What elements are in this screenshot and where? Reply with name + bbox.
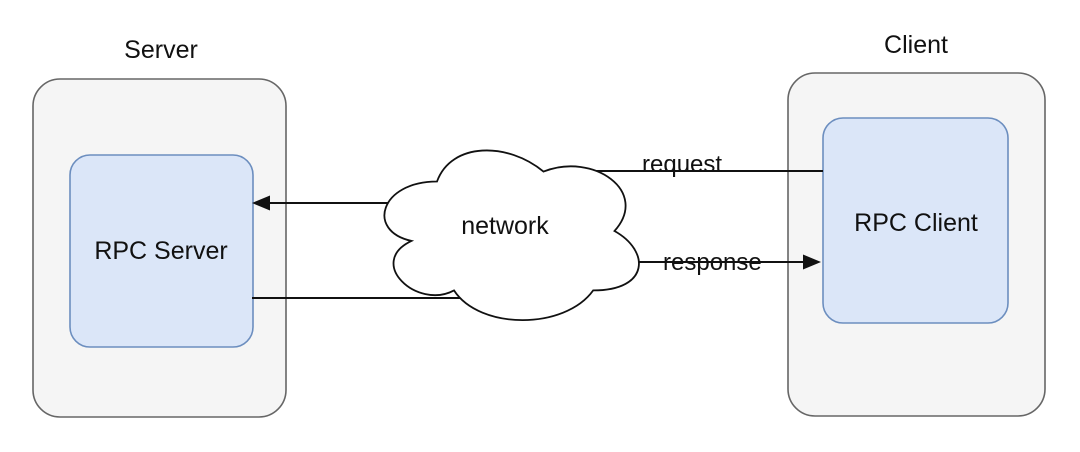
rpc-client-label: RPC Client	[854, 209, 978, 237]
request-arrowhead-icon	[252, 195, 270, 211]
request-edge-label: request	[642, 151, 722, 178]
client-group-label: Client	[884, 31, 948, 59]
response-edge-label: response	[663, 249, 762, 276]
rpc-server-node: RPC Server	[69, 154, 254, 348]
network-cloud-icon	[383, 149, 640, 321]
network-cloud-label: network	[461, 212, 549, 240]
network-cloud-node: network	[383, 149, 640, 321]
server-group-label: Server	[124, 36, 198, 64]
rpc-server-box	[69, 154, 254, 348]
response-arrowhead-icon	[803, 254, 821, 270]
rpc-server-label: RPC Server	[94, 237, 227, 265]
rpc-client-box	[822, 117, 1009, 324]
rpc-client-node: RPC Client	[822, 117, 1009, 324]
